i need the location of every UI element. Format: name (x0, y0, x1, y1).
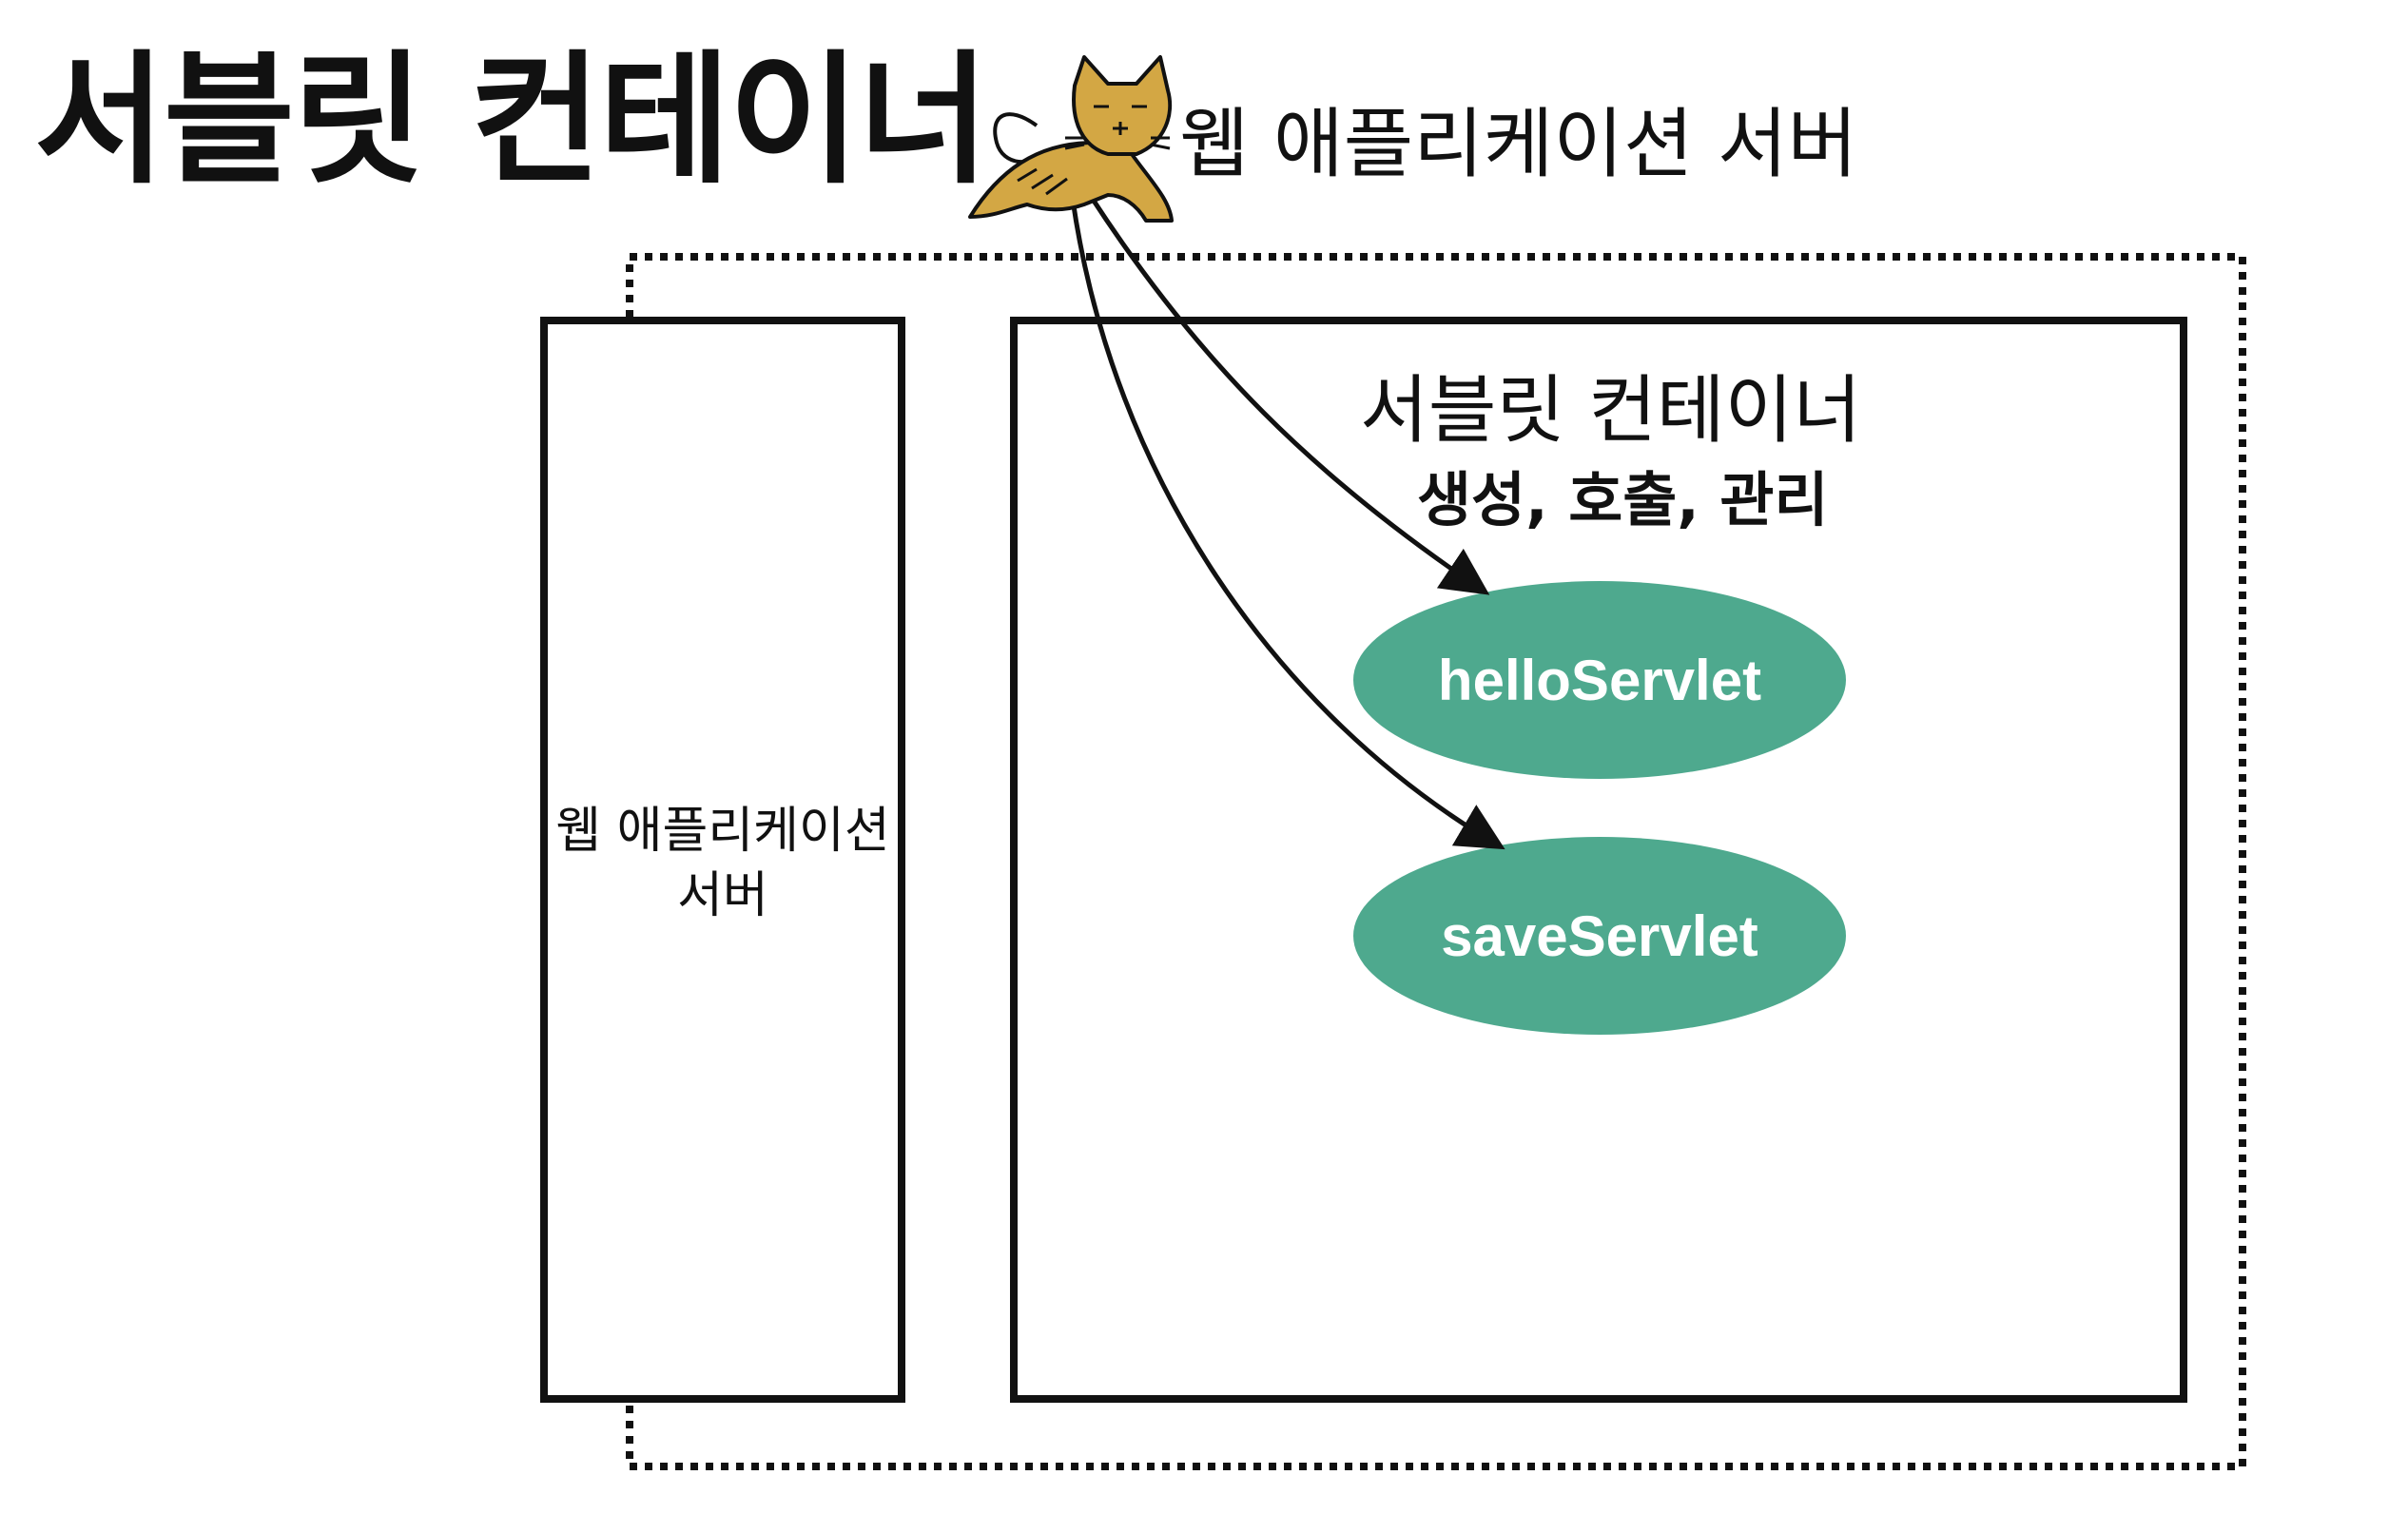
arrow-to-hello-servlet (1089, 196, 1490, 595)
web-app-server-label-line1: 웹 애플리케이션 (555, 803, 890, 860)
server-title: 웹 애플리케이션 서버 (1179, 100, 1858, 188)
web-app-server-box (540, 317, 905, 1403)
web-app-server-label-line2: 서버 (677, 867, 768, 924)
hello-servlet-label: helloServlet (1437, 648, 1762, 712)
save-servlet-node: saveServlet (1353, 837, 1846, 1035)
hello-servlet-node: helloServlet (1353, 581, 1846, 779)
arrow-to-save-servlet (1070, 199, 1505, 850)
container-title: 서블릿 컨테이너 (1360, 368, 1862, 454)
save-servlet-label: saveServlet (1441, 903, 1758, 968)
page-title: 서블릿 컨테이너 (34, 38, 989, 204)
container-subtitle: 생성, 호출, 관리 (1417, 465, 1829, 534)
web-app-server-label: 웹 애플리케이션 서버 (540, 799, 905, 928)
